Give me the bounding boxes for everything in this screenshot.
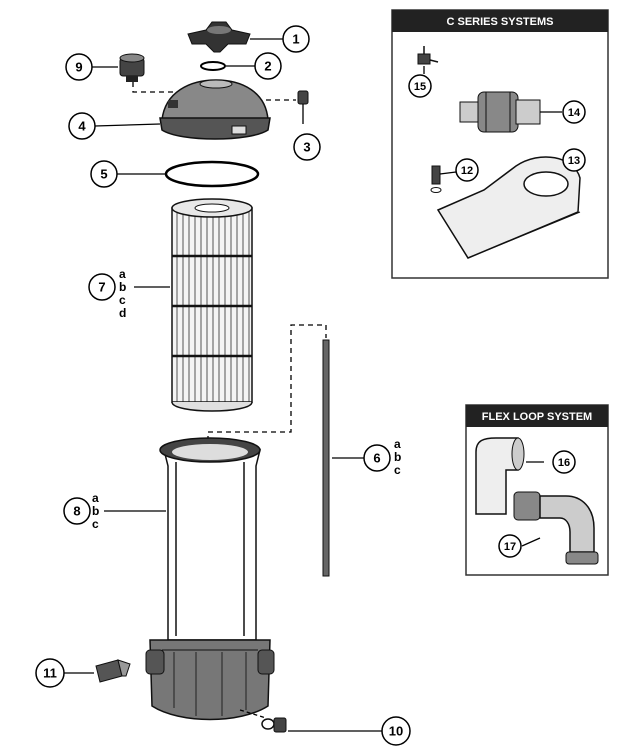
svg-text:11: 11 [43,666,57,681]
svg-text:4: 4 [78,119,86,134]
callout-11: 11 [35,658,65,688]
part-lid-o-ring [164,160,260,188]
part-lid-screw [297,90,309,124]
part-filter-tank [145,437,275,721]
svg-text:15: 15 [414,81,426,93]
variant-7d: d [119,306,126,320]
callout-1: 1 [282,25,310,53]
svg-text:2: 2 [264,59,271,74]
callout-3: 3 [293,133,321,161]
svg-text:14: 14 [568,107,581,119]
part-bracket-screw [430,165,442,193]
variant-7b: b [119,280,126,294]
svg-text:7: 7 [98,280,105,295]
variant-8c: c [92,517,99,531]
part-union-fitting [459,91,541,133]
part-air-relief-valve [119,53,145,82]
part-clip [417,46,439,65]
part-air-tube [322,339,330,577]
c-series-panel [391,9,609,279]
part-drain-plug [95,659,131,683]
callout-7: 7 [88,273,116,301]
svg-text:5: 5 [100,167,107,182]
variant-6c: c [394,463,401,477]
part-drain-screw [261,717,287,733]
callout-6: 6 [363,444,391,472]
svg-text:3: 3 [303,140,310,155]
callout-9: 9 [65,53,93,81]
part-flex-union [513,491,599,565]
callout-13: 13 [562,148,586,172]
callout-5: 5 [90,160,118,188]
callout-17: 17 [498,534,522,558]
c-series-title: C SERIES SYSTEMS [447,16,554,28]
variant-8a: a [92,491,99,505]
part-o-ring-small [200,61,226,71]
part-elbow-fitting [475,437,525,515]
callout-10: 10 [381,716,411,746]
part-tank-lid [159,79,271,140]
svg-text:12: 12 [461,165,473,177]
callout-16: 16 [552,450,576,474]
dashed-9 [132,82,188,93]
svg-text:9: 9 [75,60,82,75]
flex-loop-panel [465,404,609,576]
variant-6b: b [394,450,401,464]
svg-text:10: 10 [389,724,403,739]
dashed-10 [239,709,267,719]
callout-15: 15 [408,74,432,98]
variant-7a: a [119,267,126,281]
part-drain-knob [187,21,251,53]
callout-2: 2 [254,52,282,80]
svg-text:17: 17 [504,541,516,553]
callout-4: 4 [68,112,96,140]
part-mounting-bracket [436,156,581,259]
variant-8b: b [92,504,99,518]
flex-loop-title: FLEX LOOP SYSTEM [482,411,592,423]
callout-8: 8 [63,497,91,525]
part-filter-cartridge [171,198,253,412]
svg-text:1: 1 [292,32,299,47]
svg-text:6: 6 [373,451,380,466]
callout-12: 12 [455,158,479,182]
svg-text:13: 13 [568,155,580,167]
svg-text:16: 16 [558,457,570,469]
leader-4 [94,123,161,127]
variant-6a: a [394,437,401,451]
callout-14: 14 [562,100,586,124]
svg-text:8: 8 [73,504,80,519]
variant-7c: c [119,293,126,307]
